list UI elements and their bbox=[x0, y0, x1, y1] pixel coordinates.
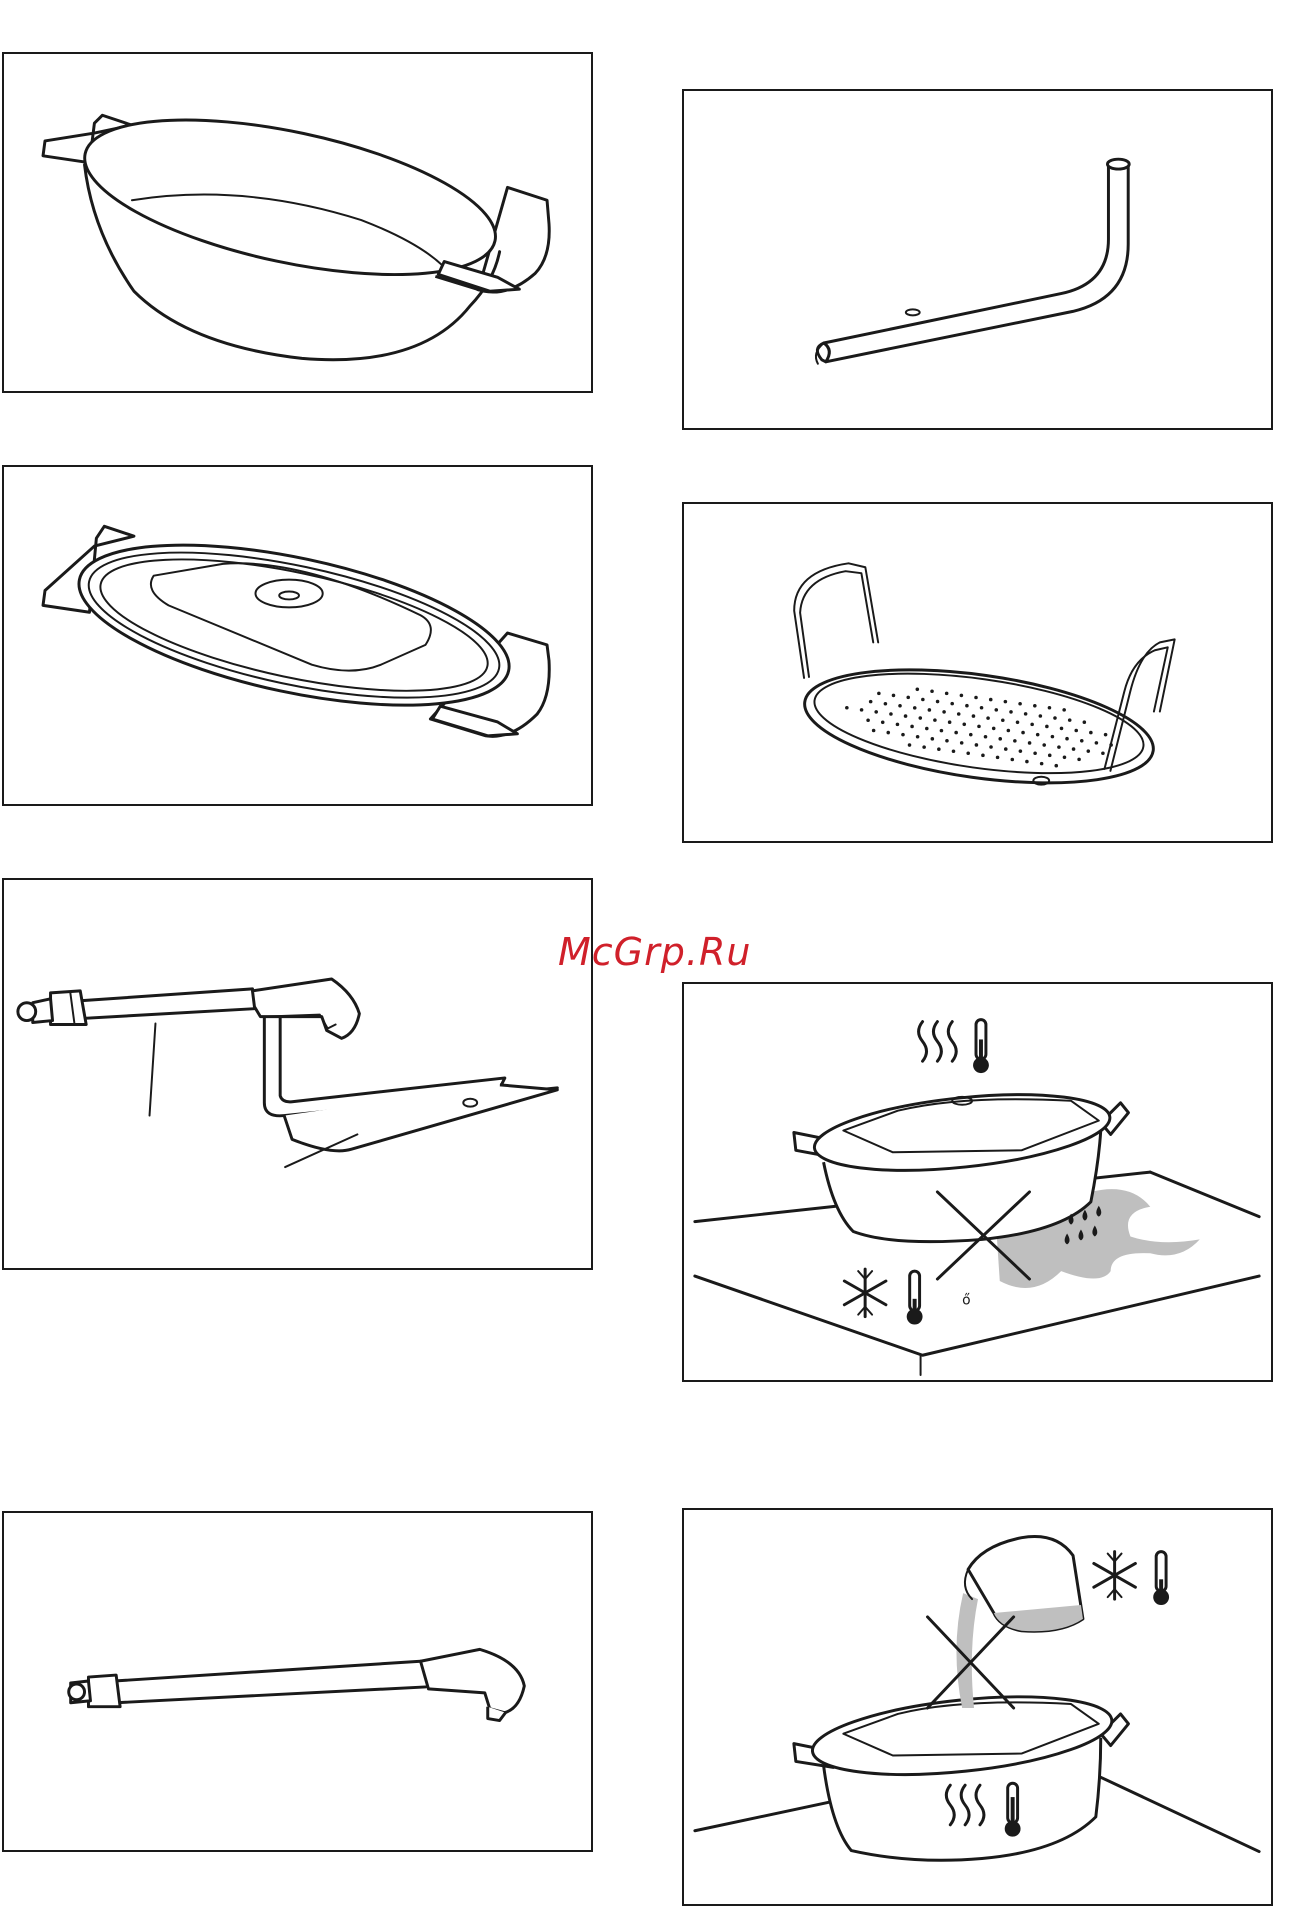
probe-assembly-icon bbox=[4, 880, 591, 1268]
figure-cold-water-hot-pan-warning bbox=[682, 1508, 1273, 1906]
steam-wave-icon bbox=[919, 1022, 957, 1062]
roasting-pan-icon bbox=[4, 54, 591, 391]
snowflake-icon bbox=[844, 1269, 886, 1317]
thermometer-cold-icon bbox=[1153, 1552, 1169, 1605]
thermometer-hot-icon bbox=[1005, 1783, 1021, 1836]
bent-tube-icon bbox=[684, 91, 1271, 428]
figure-pan-with-lid bbox=[2, 465, 593, 806]
figure-steam-rack bbox=[682, 502, 1273, 843]
thermometer-hot-icon bbox=[973, 1020, 989, 1073]
figure-probe-tube bbox=[682, 89, 1273, 430]
figure-probe-and-tube-assembly bbox=[2, 878, 593, 1270]
figure-probe-handle bbox=[2, 1511, 593, 1852]
snowflake-icon bbox=[1094, 1552, 1136, 1600]
watermark-text: McGrp.Ru bbox=[558, 930, 751, 974]
thermometer-cold-icon bbox=[907, 1271, 923, 1324]
cross-warning-icon: ő bbox=[684, 984, 1271, 1380]
note-glyph: ő bbox=[962, 1293, 970, 1309]
probe-handle-icon bbox=[4, 1513, 591, 1850]
pan-lid-icon bbox=[4, 467, 591, 804]
cross-warning-icon bbox=[684, 1510, 1271, 1904]
figure-hot-pan-cold-surface-warning: ő bbox=[682, 982, 1273, 1382]
figure-oval-pan bbox=[2, 52, 593, 393]
perforated-rack-icon bbox=[684, 504, 1271, 841]
